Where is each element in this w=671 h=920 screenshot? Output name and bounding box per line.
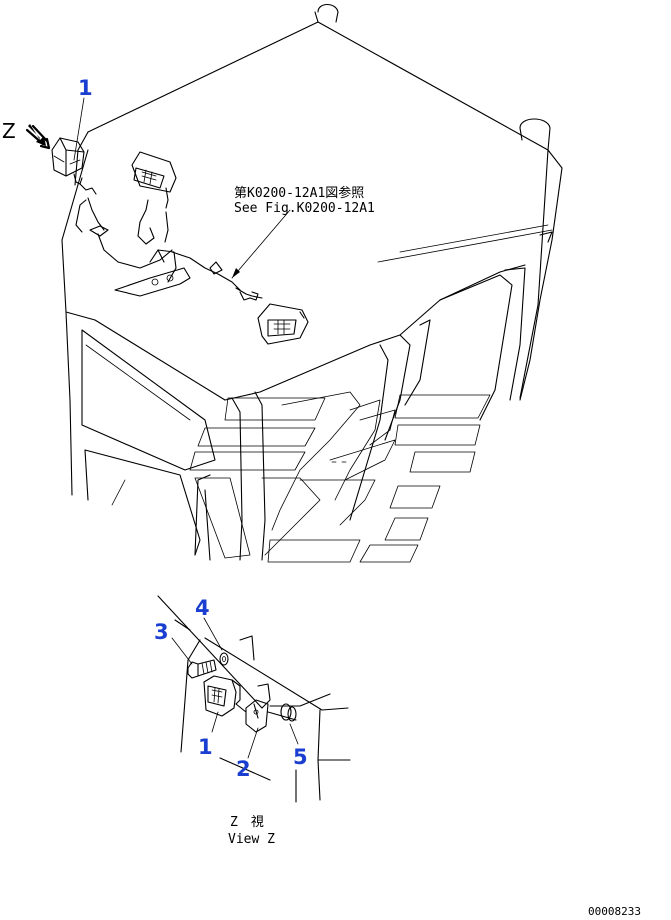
view-caption-english: View Z	[228, 832, 275, 847]
top-lamp-assembly	[25, 97, 309, 345]
drawing-number: 00008233	[588, 905, 641, 918]
work-lamp-icon	[203, 675, 241, 717]
callout-2: 2	[236, 757, 251, 781]
work-lamp-icon	[257, 303, 309, 345]
detail-view-z	[157, 595, 351, 803]
washer-icon	[219, 652, 229, 666]
callout-1-detail: 1	[198, 735, 213, 759]
cab-body	[61, 3, 563, 561]
callout-4: 4	[195, 596, 210, 620]
callout-1-top: 1	[78, 76, 93, 100]
work-lamp-icon	[51, 137, 85, 185]
grommet-icon	[280, 703, 297, 722]
manufacturer-logo	[189, 391, 491, 563]
view-marker-z: Z	[2, 119, 16, 143]
callout-5: 5	[293, 745, 308, 769]
view-caption-japanese: Z 視	[230, 815, 264, 830]
work-lamp-icon	[131, 151, 177, 243]
callout-3: 3	[154, 620, 169, 644]
reference-note-english: See Fig.K0200-12A1	[234, 201, 375, 216]
bracket-icon	[245, 683, 271, 733]
bolt-icon	[187, 659, 217, 679]
view-z-arrow-icon	[25, 124, 51, 150]
reference-note-japanese: 第K0200-12A1図参照	[234, 185, 364, 201]
